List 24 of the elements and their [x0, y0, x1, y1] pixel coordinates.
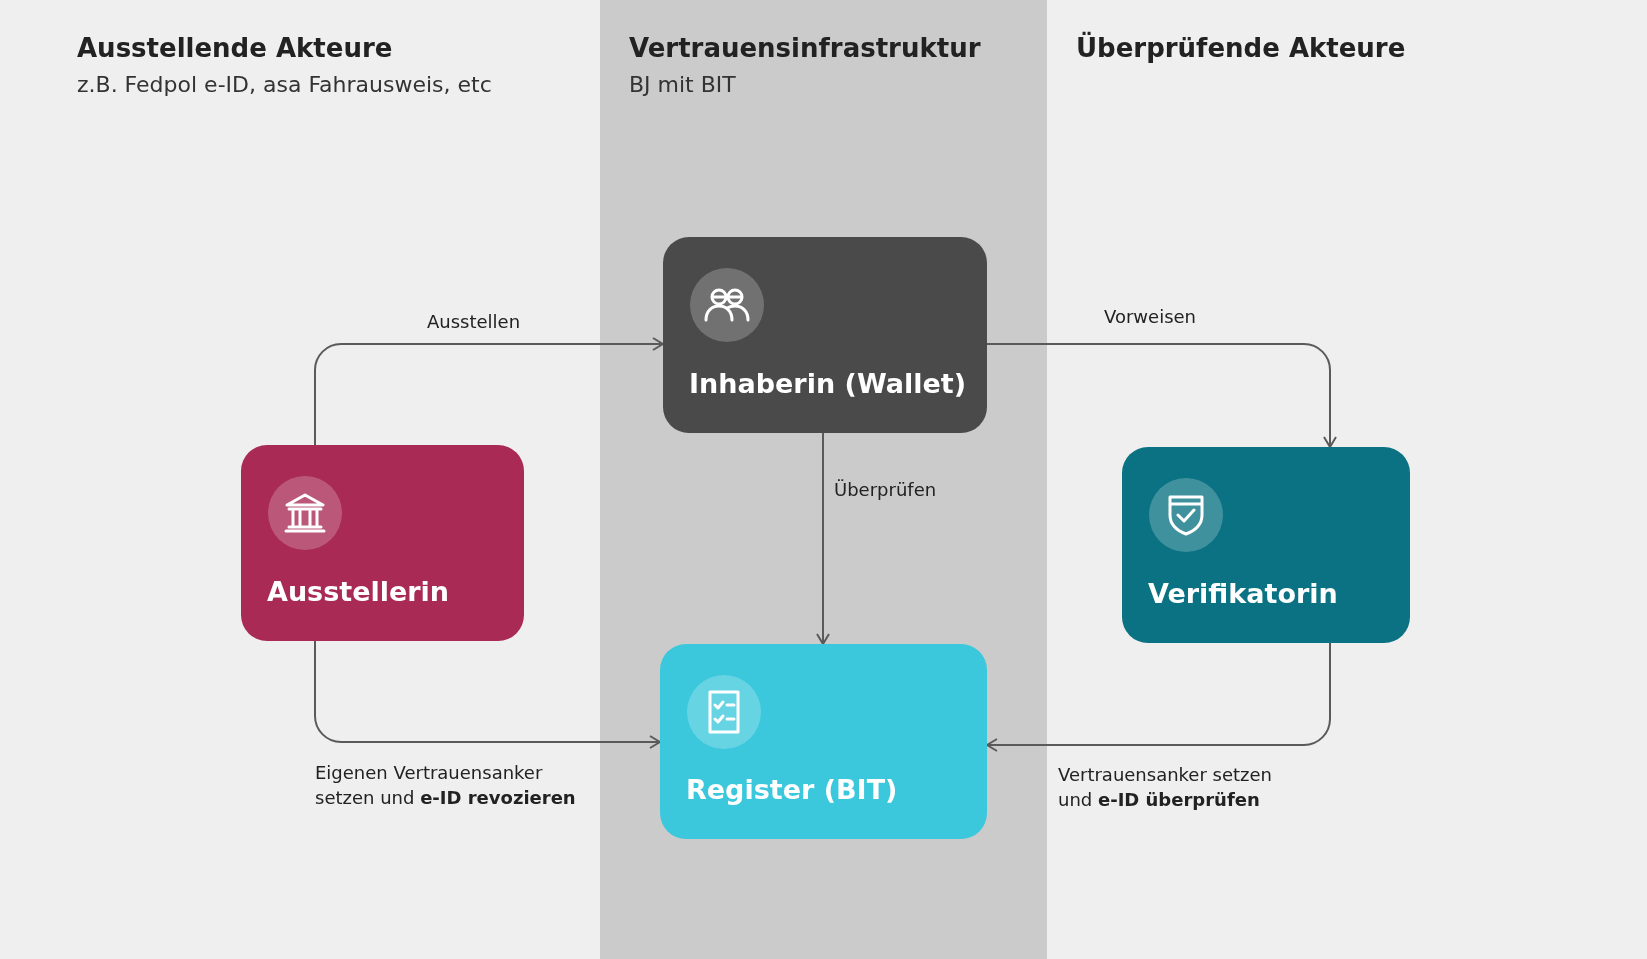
box-title: Inhaberin (Wallet)	[689, 368, 966, 399]
column-heading: Vertrauensinfrastruktur	[629, 33, 981, 63]
edge-label: Ausstellen	[427, 310, 521, 334]
edge-label: Eigenen Vertrauensanker setzen und e-ID revozieren	[315, 761, 577, 811]
arrow	[314, 337, 664, 446]
edge-label: Vertrauensanker setzen und e-ID überprüfen	[1058, 763, 1273, 813]
box-title: Register (BIT)	[686, 774, 898, 805]
column-subtitle: BJ mit BIT	[629, 72, 736, 97]
process-box	[1122, 447, 1410, 643]
edge-label: Vorweisen	[1104, 305, 1196, 329]
edge-label: Überprüfen	[834, 478, 937, 502]
arrow	[314, 640, 661, 749]
box-title: Ausstellerin	[267, 576, 450, 607]
column-subtitle: z.B. Fedpol e-ID, asa Fahrausweis, etc	[77, 72, 492, 97]
column-heading: Überprüfende Akteure	[1076, 33, 1406, 63]
column-band	[600, 0, 1047, 959]
process-box	[660, 644, 987, 839]
box-title: Verifikatorin	[1148, 578, 1338, 609]
arrow	[816, 432, 830, 645]
column-heading: Ausstellende Akteure	[77, 33, 393, 63]
arrow	[986, 642, 1331, 752]
arrow	[986, 343, 1337, 448]
process-box	[663, 237, 987, 433]
process-box	[241, 445, 524, 641]
